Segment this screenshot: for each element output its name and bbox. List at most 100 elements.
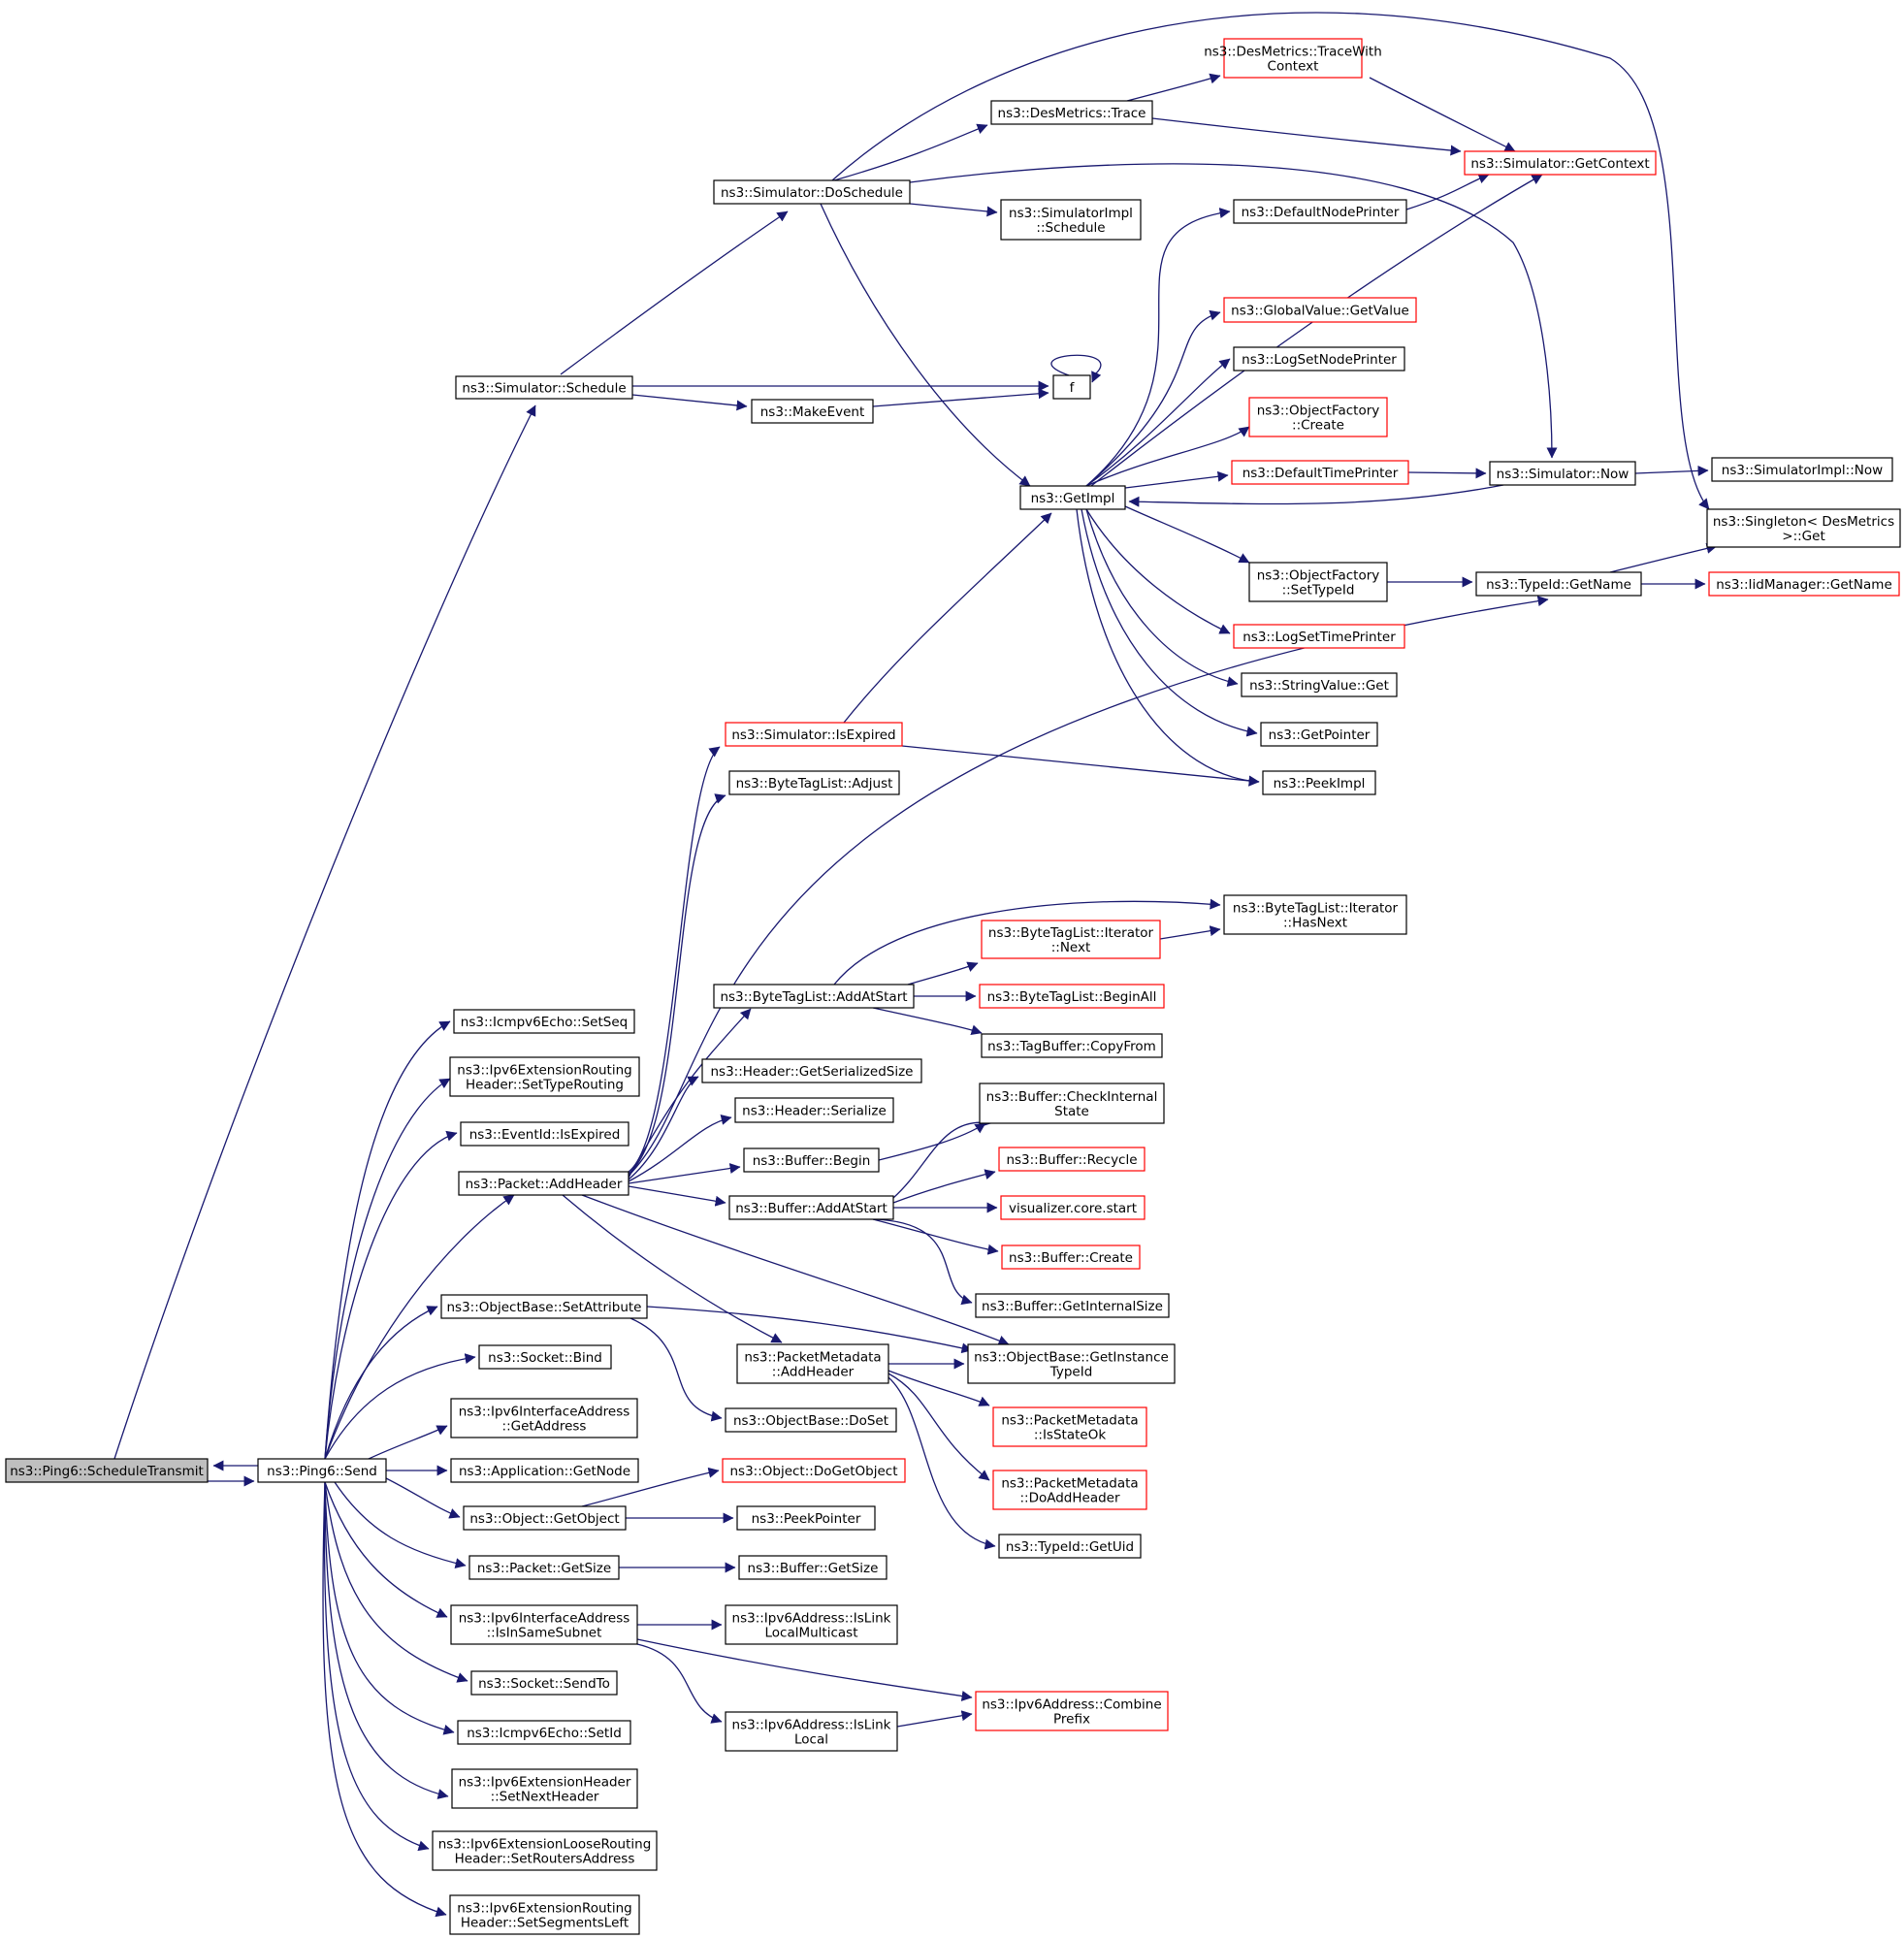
edge-to-sim-now [909, 163, 1558, 459]
node-ext-settyperouting[interactable]: ns3::Ipv6ExtensionRoutingHeader::SetType… [449, 1056, 640, 1097]
node-btl-beginall[interactable]: ns3::ByteTagList::BeginAll [979, 984, 1165, 1009]
node-defnodeprinter[interactable]: ns3::DefaultNodePrinter [1233, 199, 1407, 224]
node-typeid-getuid[interactable]: ns3::TypeId::GetUid [998, 1534, 1142, 1559]
node-buf-begin[interactable]: ns3::Buffer::Begin [743, 1147, 880, 1173]
node-desmetrics-trace[interactable]: ns3::DesMetrics::Trace [990, 100, 1153, 125]
node-objbase-doset[interactable]: ns3::ObjectBase::DoSet [725, 1407, 897, 1433]
node-box [5, 1458, 209, 1483]
node-getpointer[interactable]: ns3::GetPointer [1260, 722, 1378, 747]
node-label: ns3::Simulator::GetContext [1470, 156, 1649, 172]
node-sim-now[interactable]: ns3::Simulator::Now [1489, 461, 1636, 486]
node-socket-bind[interactable]: ns3::Socket::Bind [478, 1344, 612, 1370]
node-box [440, 1294, 648, 1319]
edge-to-getpointer [1081, 508, 1258, 737]
node-f[interactable]: f [1052, 374, 1091, 400]
node-makeevent[interactable]: ns3::MakeEvent [751, 399, 874, 424]
node-pktmeta-doaddheader[interactable]: ns3::PacketMetadata::DoAddHeader [992, 1470, 1147, 1510]
node-logsettimeprinter[interactable]: ns3::LogSetTimePrinter [1233, 624, 1405, 649]
node-box [998, 1147, 1146, 1172]
node-btl-addatstart[interactable]: ns3::ByteTagList::AddAtStart [713, 984, 915, 1009]
node-label: ns3::GetPointer [1269, 727, 1371, 743]
node-ifaddr-isinsamesubnet[interactable]: ns3::Ipv6InterfaceAddress::IsInSameSubne… [450, 1604, 638, 1645]
node-objfactory-create[interactable]: ns3::ObjectFactory::Create [1248, 397, 1388, 437]
node-label: ns3::Buffer::GetInternalSize [982, 1299, 1163, 1314]
node-box [1262, 770, 1376, 795]
edge-to-hdr-serialsize [628, 1076, 699, 1180]
node-objfactory-settypeid[interactable]: ns3::ObjectFactory::SetTypeId [1248, 562, 1388, 602]
node-peekpointer[interactable]: ns3::PeekPointer [736, 1505, 876, 1531]
node-doschedule[interactable]: ns3::Simulator::DoSchedule [713, 179, 911, 205]
node-extrouting-setsegments[interactable]: ns3::Ipv6ExtensionRoutingHeader::SetSegm… [449, 1894, 640, 1935]
node-hdr-serialize[interactable]: ns3::Header::Serialize [734, 1097, 894, 1123]
edge-to-singleton [831, 12, 1710, 510]
node-objbase-setattr[interactable]: ns3::ObjectBase::SetAttribute [440, 1294, 648, 1319]
edge-to-objbase-setattr [324, 1306, 438, 1460]
node-box [975, 1293, 1170, 1318]
node-root[interactable]: ns3::Ping6::ScheduleTransmit [5, 1458, 209, 1483]
node-obj-getobject[interactable]: ns3::Object::GetObject [463, 1505, 627, 1531]
node-iidmanager[interactable]: ns3::IidManager::GetName [1708, 571, 1900, 597]
node-tagbuffer[interactable]: ns3::TagBuffer::CopyFrom [981, 1033, 1163, 1058]
node-buf-addatstart[interactable]: ns3::Buffer::AddAtStart [728, 1195, 894, 1220]
node-socket-sendto[interactable]: ns3::Socket::SendTo [470, 1670, 618, 1696]
node-box [1260, 722, 1378, 747]
node-isexpired-sim[interactable]: ns3::Simulator::IsExpired [725, 722, 903, 747]
node-label: ns3::Buffer::CheckInternal [986, 1089, 1158, 1105]
node-singleton[interactable]: ns3::Singleton< DesMetrics >::Get [1706, 508, 1901, 548]
node-getcontext[interactable]: ns3::Simulator::GetContext [1464, 150, 1657, 176]
node-obj-dogetobject[interactable]: ns3::Object::DoGetObject [722, 1458, 906, 1483]
node-buf-getinternalsize[interactable]: ns3::Buffer::GetInternalSize [975, 1293, 1170, 1318]
node-typeid-getname[interactable]: ns3::TypeId::GetName [1475, 571, 1642, 597]
node-label: ns3::LogSetTimePrinter [1242, 630, 1396, 645]
node-icmp-setid[interactable]: ns3::Icmpv6Echo::SetId [457, 1720, 631, 1745]
node-ifaddr-getaddress[interactable]: ns3::Ipv6InterfaceAddress::GetAddress [450, 1398, 638, 1438]
node-buf-recycle[interactable]: ns3::Buffer::Recycle [998, 1147, 1146, 1172]
node-label: ns3::PeekPointer [752, 1511, 861, 1527]
edge-to-doschedule [560, 210, 789, 375]
node-simimpl-now[interactable]: ns3::SimulatorImpl::Now [1711, 457, 1893, 482]
node-logsetnodeprinter[interactable]: ns3::LogSetNodePrinter [1233, 346, 1405, 372]
node-hdr-serialsize[interactable]: ns3::Header::GetSerializedSize [701, 1058, 922, 1083]
node-peekimpl[interactable]: ns3::PeekImpl [1262, 770, 1376, 795]
node-label: ns3::Packet::AddHeader [466, 1177, 623, 1192]
node-vis-start[interactable]: visualizer.core.start [1000, 1195, 1146, 1220]
node-eventid-isexpired[interactable]: ns3::EventId::IsExpired [460, 1121, 629, 1147]
node-label: ns3::GetImpl [1031, 491, 1115, 506]
node-pkt-addheader[interactable]: ns3::Packet::AddHeader [458, 1171, 629, 1196]
node-app-getnode[interactable]: ns3::Application::GetNode [450, 1458, 639, 1483]
node-buf-getsize[interactable]: ns3::Buffer::GetSize [738, 1555, 887, 1580]
node-deftimeprinter[interactable]: ns3::DefaultTimePrinter [1231, 460, 1409, 485]
node-stringvalue[interactable]: ns3::StringValue::Get [1241, 672, 1398, 697]
node-buf-create[interactable]: ns3::Buffer::Create [1001, 1244, 1141, 1270]
node-label: ns3::Object::GetObject [469, 1511, 619, 1527]
node-btl-adjust[interactable]: ns3::ByteTagList::Adjust [728, 770, 900, 795]
node-pktmeta-addheader[interactable]: ns3::PacketMetadata::AddHeader [736, 1343, 889, 1384]
node-pktmeta-isstateok[interactable]: ns3::PacketMetadata::IsStateOk [992, 1406, 1147, 1447]
node-getimpl[interactable]: ns3::GetImpl [1019, 485, 1126, 510]
node-schedule[interactable]: ns3::Simulator::Schedule [455, 375, 633, 400]
node-label: >::Get [1782, 529, 1824, 544]
node-btl-hasnext[interactable]: ns3::ByteTagList::Iterator::HasNext [1223, 894, 1407, 935]
node-label: Prefix [1053, 1711, 1090, 1727]
node-send[interactable]: ns3::Ping6::Send [257, 1458, 387, 1483]
node-box [1019, 485, 1126, 510]
node-label: ns3::ObjectFactory [1257, 403, 1380, 418]
node-label: ns3::TypeId::GetUid [1006, 1539, 1134, 1555]
node-extloose-setrouters[interactable]: ns3::Ipv6ExtensionLooseRoutingHeader::Se… [432, 1830, 658, 1871]
node-btl-next[interactable]: ns3::ByteTagList::Iterator::Next [981, 920, 1161, 959]
node-box [713, 179, 911, 205]
node-icmp-setseq[interactable]: ns3::Icmpv6Echo::SetSeq [453, 1009, 635, 1034]
node-pkt-getsize[interactable]: ns3::Packet::GetSize [468, 1555, 620, 1580]
node-simimpl-schedule[interactable]: ns3::SimulatorImpl::Schedule [1000, 199, 1142, 241]
node-exthdr-setnext[interactable]: ns3::Ipv6ExtensionHeader::SetNextHeader [451, 1768, 638, 1809]
node-box [1000, 199, 1142, 241]
node-box [738, 1555, 887, 1580]
edge-to-buf-addatstart [628, 1185, 726, 1207]
node-globalvalue[interactable]: ns3::GlobalValue::GetValue [1223, 297, 1417, 323]
